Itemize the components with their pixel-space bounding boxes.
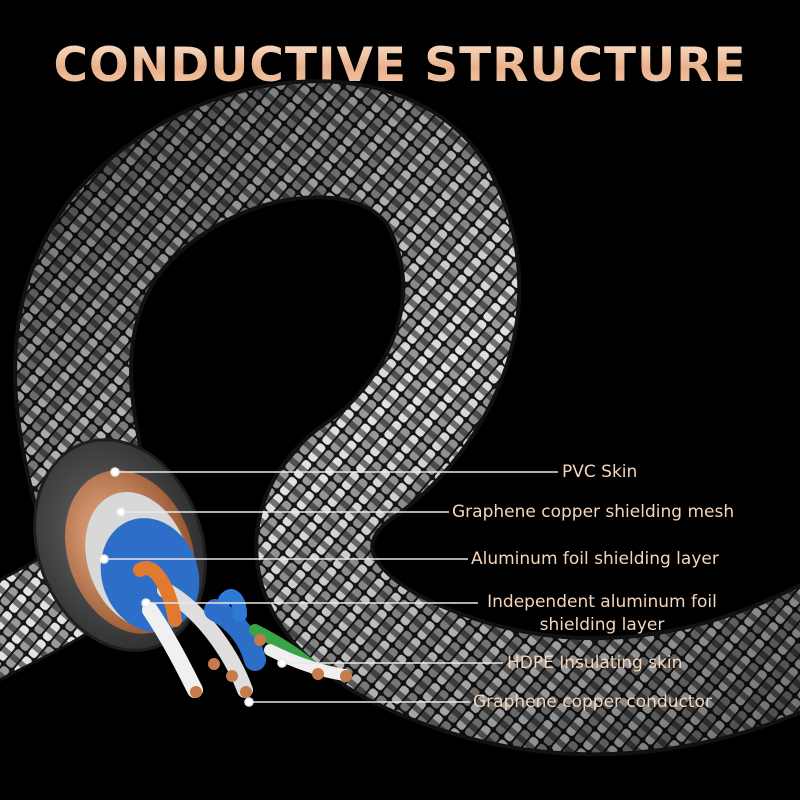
- label-text: Graphene copper shielding mesh: [452, 502, 735, 522]
- label-text-line-1: Independent aluminum foil: [487, 592, 717, 612]
- label-hdpe-insulating-skin: HDPE Insulating skin: [507, 652, 682, 675]
- label-independent-aluminum-foil-shielding-layer: Independent aluminum foil shielding laye…: [480, 591, 724, 637]
- label-text: Aluminum foil shielding layer: [471, 549, 719, 569]
- label-text-line-2: shielding layer: [539, 615, 665, 635]
- label-text: HDPE Insulating skin: [507, 653, 683, 673]
- callout-lines: [99, 467, 558, 707]
- label-graphene-copper-conductor: Graphene copper conductor: [473, 691, 712, 714]
- label-pvc-skin: PVC Skin: [562, 461, 637, 484]
- label-text: Graphene copper conductor: [473, 692, 712, 712]
- cable-cross-section: [33, 438, 352, 698]
- label-text: PVC Skin: [562, 462, 638, 482]
- page-title: CONDUCTIVE STRUCTURE: [0, 38, 800, 93]
- label-graphene-copper-shielding-mesh: Graphene copper shielding mesh: [452, 501, 734, 524]
- label-aluminum-foil-shielding-layer: Aluminum foil shielding layer: [471, 548, 719, 571]
